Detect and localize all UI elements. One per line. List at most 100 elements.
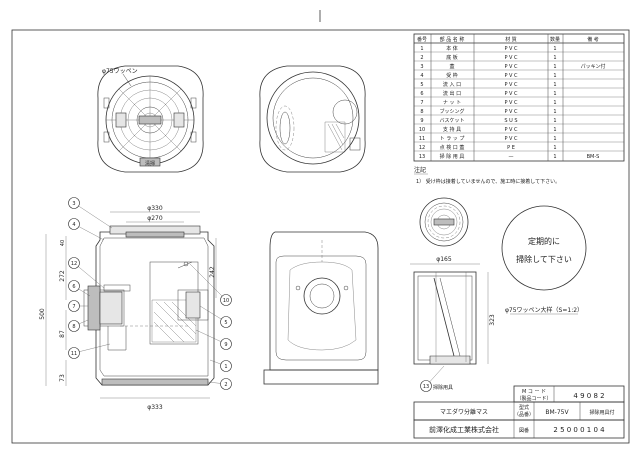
cover-text-line2: 掃除して下さい bbox=[516, 254, 572, 264]
dim-h323: 323 bbox=[489, 314, 496, 326]
cleaning-tool-view: φ165 323 掃除用具 bbox=[410, 256, 496, 391]
table-cell-material: — bbox=[509, 154, 514, 160]
table-cell-no: 12 bbox=[419, 145, 425, 151]
table-cell-material: P V C bbox=[504, 136, 518, 142]
plan-view-bottom bbox=[259, 65, 366, 173]
callout-balloon bbox=[420, 380, 432, 392]
table-cell-name: ナ ッ ト bbox=[443, 100, 461, 106]
table-cell-material: P V C bbox=[504, 82, 518, 88]
product-name: マエダワ分離マス bbox=[440, 408, 488, 416]
dim-phi333: φ333 bbox=[147, 404, 163, 411]
table-cell-material: P V C bbox=[504, 64, 518, 70]
dim-h40: 40 bbox=[60, 240, 66, 246]
table-row: 11 ト ラ ッ プ P V C 1 bbox=[419, 136, 557, 142]
table-header-no: 番号 bbox=[417, 36, 427, 43]
phi75-label-top: φ75ワッペン bbox=[102, 68, 138, 75]
table-cell-no: 5 bbox=[420, 82, 423, 88]
table-cell-material: P V C bbox=[504, 109, 518, 115]
table-cell-qty: 1 bbox=[553, 64, 556, 70]
table-row: 4 受 枠 P V C 1 bbox=[420, 72, 556, 79]
table-cell-no: 11 bbox=[419, 136, 425, 142]
table-cell-qty: 1 bbox=[553, 46, 556, 52]
table-header-note: 備 考 bbox=[587, 36, 599, 43]
callout-balloon bbox=[68, 300, 80, 312]
mcode-value: 4 9 0 8 2 bbox=[573, 392, 604, 400]
table-header-qty: 数量 bbox=[550, 36, 560, 43]
table-cell-no: 2 bbox=[420, 55, 423, 61]
table-cell-name: 流 入 口 bbox=[443, 81, 461, 88]
mcode-label-line1: M コ ー ド bbox=[522, 389, 546, 395]
table-cell-material: P V C bbox=[504, 73, 518, 79]
callout-number: 4 bbox=[72, 222, 75, 228]
table-cell-no: 1 bbox=[420, 46, 423, 52]
table-cell-qty: 1 bbox=[553, 145, 556, 151]
dim-phi270: φ270 bbox=[147, 215, 163, 222]
callout-number: 7 bbox=[72, 304, 75, 310]
table-header-material: 材 質 bbox=[505, 36, 517, 43]
callout-number: 12 bbox=[71, 261, 77, 267]
table-cell-no: 7 bbox=[420, 100, 423, 106]
table-cell-qty: 1 bbox=[553, 118, 556, 124]
callout-balloon bbox=[68, 347, 80, 359]
callout-number: 3 bbox=[72, 201, 75, 207]
table-row: 8 ブッシング P V C 1 bbox=[420, 108, 556, 115]
table-cell-qty: 1 bbox=[553, 127, 556, 133]
model-value: BM-75V bbox=[545, 409, 569, 416]
notes-heading: 注記 bbox=[414, 166, 426, 174]
dim-h87: 87 bbox=[59, 330, 66, 338]
table-cell-note: BM-S bbox=[587, 154, 600, 160]
dim-h272: 272 bbox=[59, 270, 66, 282]
table-cell-material: P E bbox=[507, 145, 515, 151]
table-cell-note: パッキン付 bbox=[581, 63, 606, 70]
callout-balloon bbox=[68, 257, 80, 269]
table-cell-name: ブッシング bbox=[439, 108, 464, 115]
table-cell-qty: 1 bbox=[553, 136, 556, 142]
table-cell-no: 6 bbox=[420, 91, 423, 97]
dim-phi330: φ330 bbox=[147, 205, 163, 212]
table-cell-qty: 1 bbox=[553, 73, 556, 79]
cover-detail bbox=[419, 197, 469, 247]
table-cell-qty: 1 bbox=[553, 154, 556, 160]
mcode-label-line2: （製品コード） bbox=[516, 395, 551, 402]
table-cell-no: 8 bbox=[420, 109, 423, 115]
dim-h242: 242 bbox=[209, 266, 216, 278]
table-cell-no: 4 bbox=[420, 73, 423, 79]
notes-block: 注記 1） 受け枠は接着していませんので、施工時に接着して下さい。 bbox=[414, 166, 560, 185]
section-view: φ330 φ270 φ333 500 272 40 87 73 242 bbox=[39, 205, 217, 411]
dim-phi165: φ165 bbox=[436, 256, 452, 263]
table-cell-material: S U S bbox=[504, 118, 517, 124]
title-block: M コ ー ド （製品コード） 4 9 0 8 2 マエダワ分離マス 型式 （品… bbox=[413, 385, 625, 439]
callout-number: 10 bbox=[223, 298, 229, 304]
table-cell-name: ト ラ ッ プ bbox=[440, 136, 465, 142]
callout-balloon bbox=[220, 378, 232, 390]
callout-number: 13 bbox=[423, 384, 429, 390]
callout-number: 9 bbox=[224, 342, 227, 348]
sheet-border bbox=[11, 29, 630, 444]
callout-balloon bbox=[220, 316, 232, 328]
callout-number: 2 bbox=[224, 382, 227, 388]
callout-balloon bbox=[68, 320, 80, 332]
drawing-no-value: 2 5 0 0 0 1 0 4 bbox=[553, 426, 605, 434]
table-header-name: 部 品 名 称 bbox=[440, 36, 465, 43]
callout-number: 8 bbox=[72, 324, 75, 330]
drawing-no-label: 図番 bbox=[519, 427, 529, 434]
table-cell-name: 底 板 bbox=[446, 54, 458, 61]
table-cell-qty: 1 bbox=[553, 100, 556, 106]
table-cell-material: P V C bbox=[504, 127, 518, 133]
table-cell-name: 受 枠 bbox=[446, 72, 458, 79]
cleaning-tool-label: 掃除用具 bbox=[433, 384, 453, 391]
table-cell-name: 蓋 bbox=[449, 63, 454, 70]
table-cell-qty: 1 bbox=[553, 109, 556, 115]
